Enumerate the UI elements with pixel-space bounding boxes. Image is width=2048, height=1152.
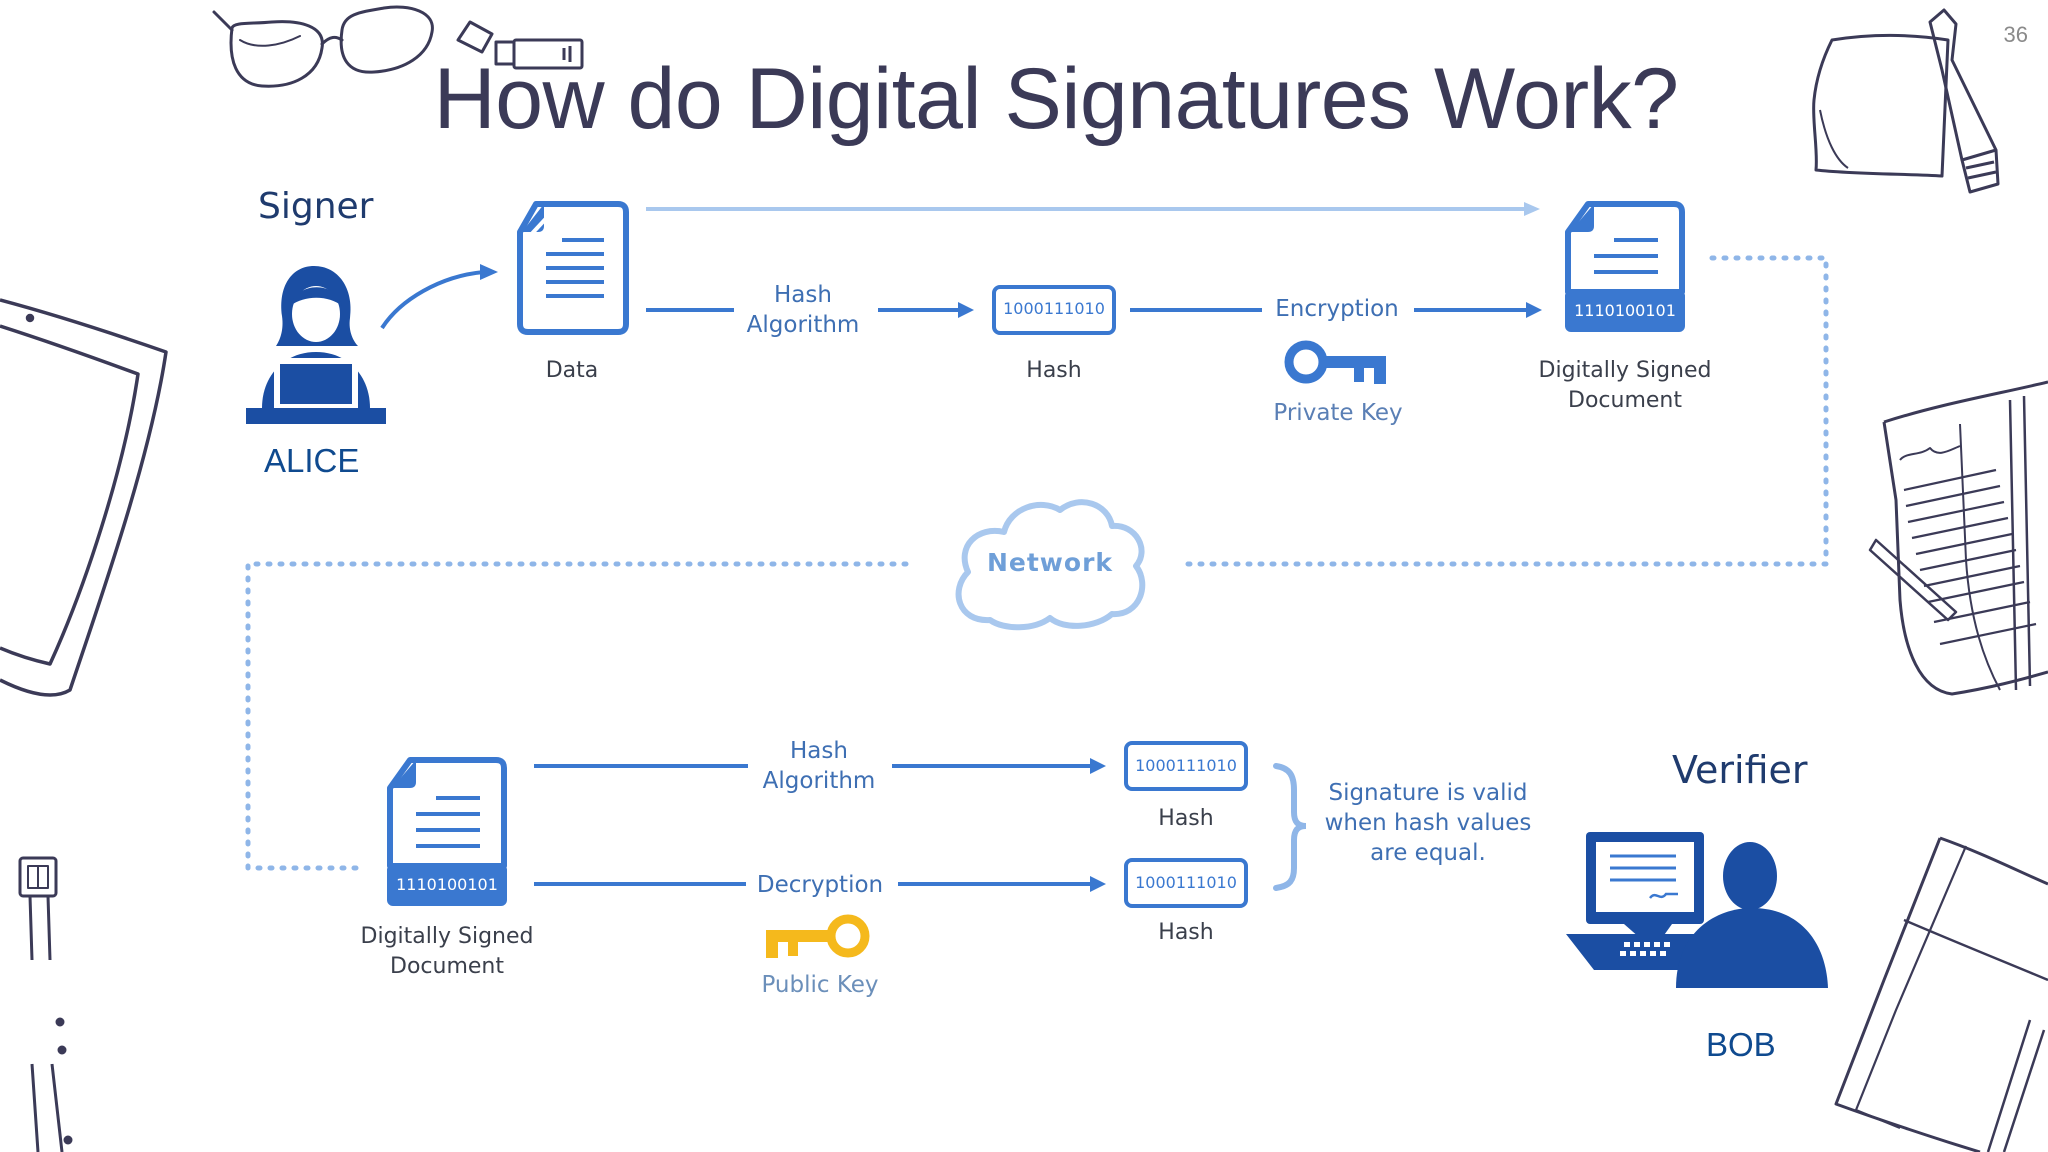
sticky-note-icon — [1812, 34, 1950, 178]
verifier-heading: Verifier — [1672, 748, 1808, 792]
signer-heading: Signer — [258, 186, 374, 227]
hash-box — [1124, 858, 1248, 908]
validity-note-line2: when hash values — [1324, 810, 1532, 836]
cloud-icon — [955, 499, 1146, 631]
decryption-label: Decryption — [756, 872, 884, 898]
public-key-icon — [766, 914, 870, 958]
validity-note-line1: Signature is valid — [1328, 780, 1528, 806]
document-icon — [517, 201, 629, 335]
eyeglasses-icon — [212, 5, 434, 88]
slide-number: 36 — [2003, 22, 2028, 47]
page-title: How do Digital Signatures Work? — [433, 51, 1679, 147]
hash-label: Hash — [1026, 358, 1082, 383]
private-key-icon — [1284, 340, 1386, 384]
data-label: Data — [545, 358, 599, 383]
verify-hash-algorithm-line2: Algorithm — [762, 768, 876, 794]
person-laptop-icon — [246, 266, 386, 424]
signed-doc-label-line2: Document — [1568, 388, 1682, 413]
public-key-label: Public Key — [761, 972, 879, 998]
document-icon — [1565, 201, 1685, 332]
hash1-value: 1000111010 — [1135, 756, 1237, 775]
signer-name: ALICE — [264, 442, 360, 479]
signed-value: 1110100101 — [1574, 301, 1676, 320]
network-label: Network — [986, 548, 1114, 577]
verify-hash-algorithm-line1: Hash — [790, 738, 848, 764]
private-key-label: Private Key — [1273, 400, 1403, 426]
hash-algorithm-label-line1: Hash — [774, 282, 832, 308]
hash2-label: Hash — [1158, 920, 1214, 945]
tablet-icon — [0, 298, 168, 697]
verifier-name: BOB — [1706, 1026, 1776, 1063]
received-doc-label-line1: Digitally Signed — [360, 924, 534, 949]
journal-icon — [1834, 836, 2048, 1152]
hash-value: 1000111010 — [1003, 299, 1105, 318]
document-icon — [387, 757, 507, 906]
marker-icon — [1928, 8, 2000, 194]
hash2-value: 1000111010 — [1135, 873, 1237, 892]
signed-doc-label-line1: Digitally Signed — [1538, 358, 1712, 383]
usb-drive-icon — [456, 20, 584, 70]
validity-note-line3: are equal. — [1370, 840, 1486, 866]
encryption-label: Encryption — [1275, 296, 1399, 322]
hash1-label: Hash — [1158, 806, 1214, 831]
received-doc-label-line2: Document — [390, 954, 504, 979]
hash-box — [992, 285, 1116, 335]
person-computer-icon — [1566, 832, 1828, 988]
hash-box — [1124, 741, 1248, 791]
notebook-icon — [1868, 380, 2048, 696]
received-signed-value: 1110100101 — [396, 875, 498, 894]
hash-algorithm-label-line2: Algorithm — [746, 312, 860, 338]
wristwatch-icon — [18, 856, 73, 1152]
connectors — [245, 202, 1829, 892]
